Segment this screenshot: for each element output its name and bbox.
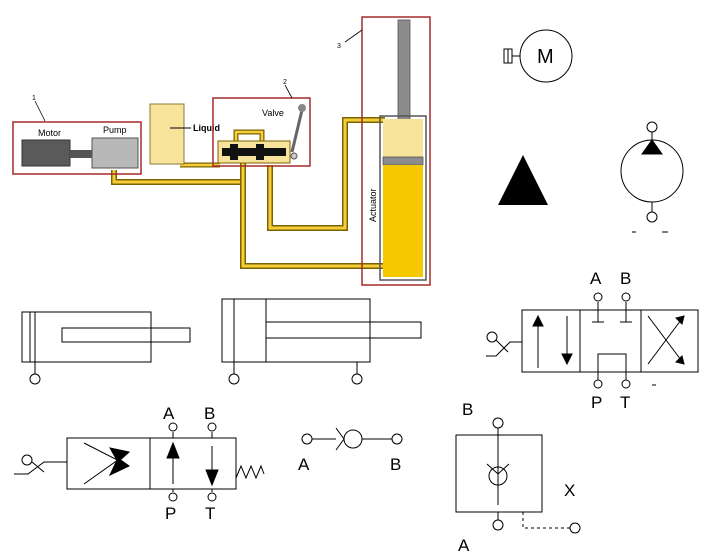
callout-3: 3 xyxy=(337,43,341,50)
pipes xyxy=(111,117,385,269)
hydraulic-system: Motor Pump 1 Liquid Valve 2 Actuator 3 xyxy=(12,16,431,286)
motor-label: Motor xyxy=(38,128,61,138)
valve-lever xyxy=(290,109,304,153)
check-valve-label-b: B xyxy=(390,455,401,474)
cylinder-symbol-large xyxy=(221,298,422,385)
valve-left-port-t: T xyxy=(205,504,215,523)
valve-right-port-b: B xyxy=(620,269,631,288)
callout-2-line xyxy=(284,84,293,99)
pilot-check-valve-symbol xyxy=(455,417,581,534)
directional-valve-left xyxy=(14,422,265,502)
motor-pump-frame xyxy=(12,121,142,175)
callout-2: 2 xyxy=(283,79,287,86)
electric-motor-symbol xyxy=(503,29,573,83)
pump-label: Pump xyxy=(103,125,127,135)
motor-body xyxy=(21,139,71,167)
valve-frame xyxy=(212,97,311,167)
motor-symbol-letter: M xyxy=(537,46,554,68)
hydraulic-pump-symbol xyxy=(620,121,684,233)
valve-left-port-b: B xyxy=(204,404,215,423)
directional-valve-right xyxy=(486,292,699,389)
hydraulic-flow-triangle xyxy=(498,155,548,205)
pump-body xyxy=(91,137,139,169)
callout-1: 1 xyxy=(32,95,36,102)
check-valve-symbol xyxy=(301,427,403,451)
pilot-valve-label-x: X xyxy=(564,481,575,500)
actuator-cylinder xyxy=(379,115,427,281)
reservoir-tank xyxy=(149,103,185,165)
valve-lever-pivot xyxy=(290,152,298,160)
check-valve-label-a: A xyxy=(298,455,310,474)
actuator-label: Actuator xyxy=(368,188,378,222)
valve-land-1 xyxy=(230,144,238,160)
valve-left-port-p: P xyxy=(165,504,176,523)
valve-left-port-a: A xyxy=(163,404,175,423)
actuator-upper-chamber xyxy=(383,119,423,157)
valve-right-port-a: A xyxy=(590,269,602,288)
cylinder-symbol-small xyxy=(21,311,191,385)
pilot-valve-label-a: A xyxy=(458,536,470,555)
valve-right-port-t: T xyxy=(620,393,630,412)
liquid-label: Liquid xyxy=(193,123,220,133)
actuator-frame xyxy=(361,16,431,286)
callout-1-line xyxy=(34,100,46,122)
valve-label: Valve xyxy=(262,108,284,118)
actuator-piston xyxy=(382,156,424,166)
valve-right-port-p: P xyxy=(591,393,602,412)
valve-lever-knob xyxy=(298,104,306,112)
valve-land-2 xyxy=(256,144,264,160)
actuator-lower-chamber xyxy=(383,165,423,277)
motor-shaft xyxy=(70,150,92,158)
pilot-valve-label-b: B xyxy=(462,400,473,419)
valve-spool xyxy=(222,148,286,156)
callout-3-line xyxy=(344,29,363,43)
